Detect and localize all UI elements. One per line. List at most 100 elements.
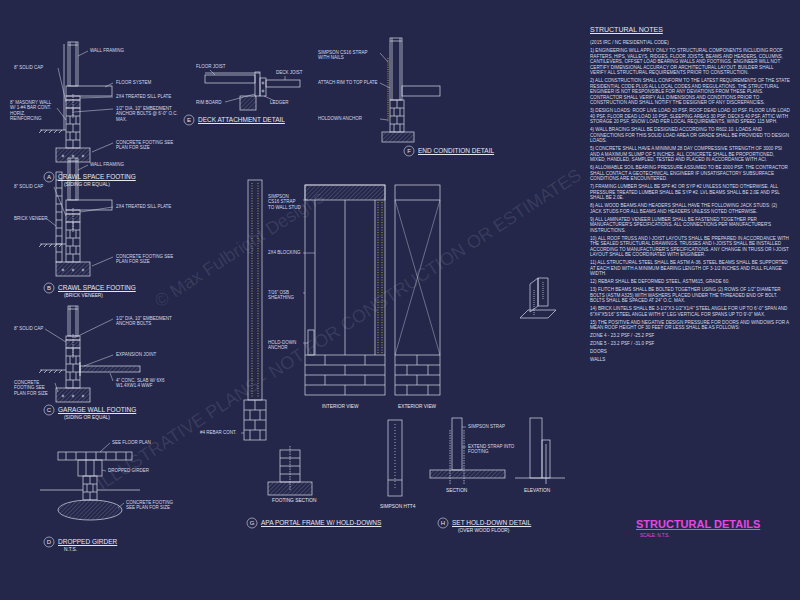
detail-c-drawing bbox=[45, 319, 113, 392]
detail-title: APA PORTAL FRAME W/ HOLD-DOWNS bbox=[261, 519, 381, 527]
structural-note: DOORS bbox=[590, 349, 790, 355]
detail-g-drawing bbox=[244, 400, 266, 440]
detail-f-drawing bbox=[390, 38, 402, 100]
detail-letter: A bbox=[44, 172, 54, 182]
callout-text: HOLDOWN ANCHOR bbox=[318, 116, 378, 121]
detail-e-drawing bbox=[240, 96, 256, 110]
detail-letter-circles bbox=[184, 115, 194, 125]
detail-letter-circles bbox=[247, 518, 257, 528]
view-label: SECTION bbox=[446, 488, 467, 494]
hold-down-drawings bbox=[388, 278, 565, 496]
callout-text: 4" CONC. SLAB W/ 6X6 W1.4XW1.4 WWF bbox=[116, 378, 178, 389]
detail-a-drawing bbox=[66, 86, 112, 96]
callout-text: EXTEND STRAP INTO FOOTING bbox=[468, 444, 518, 455]
callout-text: WALL FRAMING bbox=[90, 162, 124, 167]
callout-text: FLOOR SYSTEM bbox=[116, 80, 151, 85]
view-label: N.T.S. bbox=[64, 547, 77, 553]
hold-down-drawings bbox=[530, 418, 542, 478]
watermark: © Max Fulbright Designs bbox=[151, 187, 328, 313]
detail-letter: D bbox=[44, 537, 54, 547]
detail-b-drawing bbox=[47, 165, 113, 266]
hold-down-drawings bbox=[388, 480, 402, 481]
structural-note: 5) CONCRETE SHALL HAVE A MINIMUM 28 DAY … bbox=[590, 146, 790, 163]
structural-note: 15) THE POSITIVE AND NEGATIVE DESIGN PRE… bbox=[590, 320, 790, 331]
view-label: FOOTING SECTION bbox=[272, 498, 317, 504]
callout-text: CONCRETE FOOTING SEE PLAN FOR SIZE bbox=[126, 500, 182, 511]
sheet-title: STRUCTURAL DETAILS bbox=[636, 518, 760, 531]
detail-e-drawing bbox=[262, 82, 264, 84]
callout-text: CONCRETE FOOTING SEE PLAN FOR SIZE bbox=[14, 380, 54, 396]
hold-down-drawings bbox=[515, 444, 565, 484]
detail-f-drawing bbox=[390, 38, 402, 100]
detail-letter-circles bbox=[44, 283, 54, 293]
detail-e-drawing bbox=[205, 75, 255, 83]
detail-letter-circles bbox=[438, 518, 448, 528]
detail-d-drawing bbox=[86, 460, 94, 476]
hold-down-drawings bbox=[534, 282, 543, 316]
detail-g-drawing bbox=[244, 400, 266, 440]
structural-note: 3) DESIGN LOADS: ROOF LIVE LOAD 20 PSF, … bbox=[590, 108, 790, 125]
detail-title: DECK ATTACHMENT DETAIL bbox=[198, 116, 285, 124]
detail-f-drawing bbox=[402, 86, 440, 96]
detail-letter: H bbox=[438, 518, 448, 528]
callout-text: HOLD-DOWN ANCHOR bbox=[268, 340, 301, 351]
hold-down-drawings bbox=[462, 427, 466, 447]
callout-text: WALL FRAMING bbox=[90, 48, 124, 53]
notes-heading: STRUCTURAL NOTES bbox=[590, 26, 663, 34]
detail-a-drawing bbox=[64, 42, 78, 130]
callout-text: 2X4 BLOCKING bbox=[268, 250, 301, 255]
detail-letter: C bbox=[44, 405, 54, 415]
callout-text: ATTACH RIM TO TOP PLATE bbox=[318, 80, 378, 85]
detail-c-drawing bbox=[80, 366, 140, 372]
detail-letter: G bbox=[247, 518, 257, 528]
view-label: (BRICK VENEER) bbox=[64, 293, 103, 299]
detail-f-drawing bbox=[390, 100, 404, 132]
structural-note: 7) FRAMING LUMBER SHALL BE SPF #2 OR SYP… bbox=[590, 184, 790, 201]
callout-text: DROPPED GIRDER bbox=[108, 468, 149, 473]
callout-text: SEE FLOOR PLAN bbox=[112, 440, 151, 445]
callout-text: 2X4 TREATED SILL PLATE bbox=[116, 204, 176, 209]
structural-note: 9) ALL LAMINATED VENEER LUMBER SHALL BE … bbox=[590, 217, 790, 234]
detail-e-drawing bbox=[210, 70, 285, 102]
structural-note: 6) ALLOWABLE SOIL BEARING PRESSURE ASSUM… bbox=[590, 165, 790, 182]
callout-text: CONCRETE FOOTING SEE PLAN FOR SIZE bbox=[116, 140, 176, 151]
callout-text: 1/2" DIA. 10" EMBEDMENT ANCHOR BOLTS @ 6… bbox=[116, 106, 178, 122]
hold-down-drawings bbox=[388, 420, 402, 496]
structural-note: 1) ENGINEERING WILL APPLY ONLY TO STRUCT… bbox=[590, 48, 790, 76]
hold-down-drawings bbox=[450, 430, 464, 484]
view-label: ELEVATION bbox=[524, 488, 550, 494]
detail-title: END CONDITION DETAIL bbox=[418, 147, 494, 155]
detail-letter: B bbox=[44, 283, 54, 293]
detail-letter: F bbox=[404, 146, 414, 156]
callout-text: 8" SOLID CAP bbox=[14, 326, 43, 331]
detail-letter-circles bbox=[44, 537, 54, 547]
view-label: (SIDING OR EQUAL) bbox=[64, 415, 110, 421]
detail-title: DROPPED GIRDER bbox=[58, 538, 117, 546]
view-label: INTERIOR VIEW bbox=[322, 404, 359, 410]
structural-note: 14) BRICK LINTELS SHALL BE 3-1/2"X3-1/2"… bbox=[590, 306, 790, 317]
structural-note: 12) REBAR SHALL BE DEFORMED STEEL, ASTM6… bbox=[590, 279, 790, 285]
detail-e-drawing bbox=[262, 90, 264, 92]
detail-title: SET HOLD-DOWN DETAIL bbox=[452, 519, 531, 527]
detail-f-drawing bbox=[388, 58, 389, 122]
detail-d-drawing bbox=[58, 500, 122, 520]
hold-down-drawings bbox=[430, 470, 505, 478]
detail-title: GARAGE WALL FOOTING bbox=[58, 406, 136, 414]
callout-text: BRICK VENEER bbox=[14, 216, 48, 221]
detail-g-drawing bbox=[252, 183, 258, 398]
structural-note: 2) ALL CONSTRUCTION SHALL CONFORM TO THE… bbox=[590, 78, 790, 106]
hold-down-drawings bbox=[520, 310, 556, 318]
callout-text: SIMPSON STRAP bbox=[468, 424, 518, 429]
detail-c-drawing bbox=[68, 306, 78, 336]
callout-text: CONCRETE FOOTING SEE PLAN FOR SIZE bbox=[116, 254, 176, 265]
hold-down-drawings bbox=[452, 418, 462, 470]
structural-note: ZONE 4 - 23.2 PSF / -25.2 PSF bbox=[590, 333, 790, 339]
detail-e-drawing bbox=[266, 80, 300, 87]
detail-letter-circles bbox=[44, 405, 54, 415]
detail-f-drawing bbox=[380, 53, 390, 120]
detail-g-drawing bbox=[290, 446, 291, 490]
callout-text: 2X4 TREATED SILL PLATE bbox=[116, 94, 176, 99]
detail-c-drawing bbox=[68, 306, 78, 336]
